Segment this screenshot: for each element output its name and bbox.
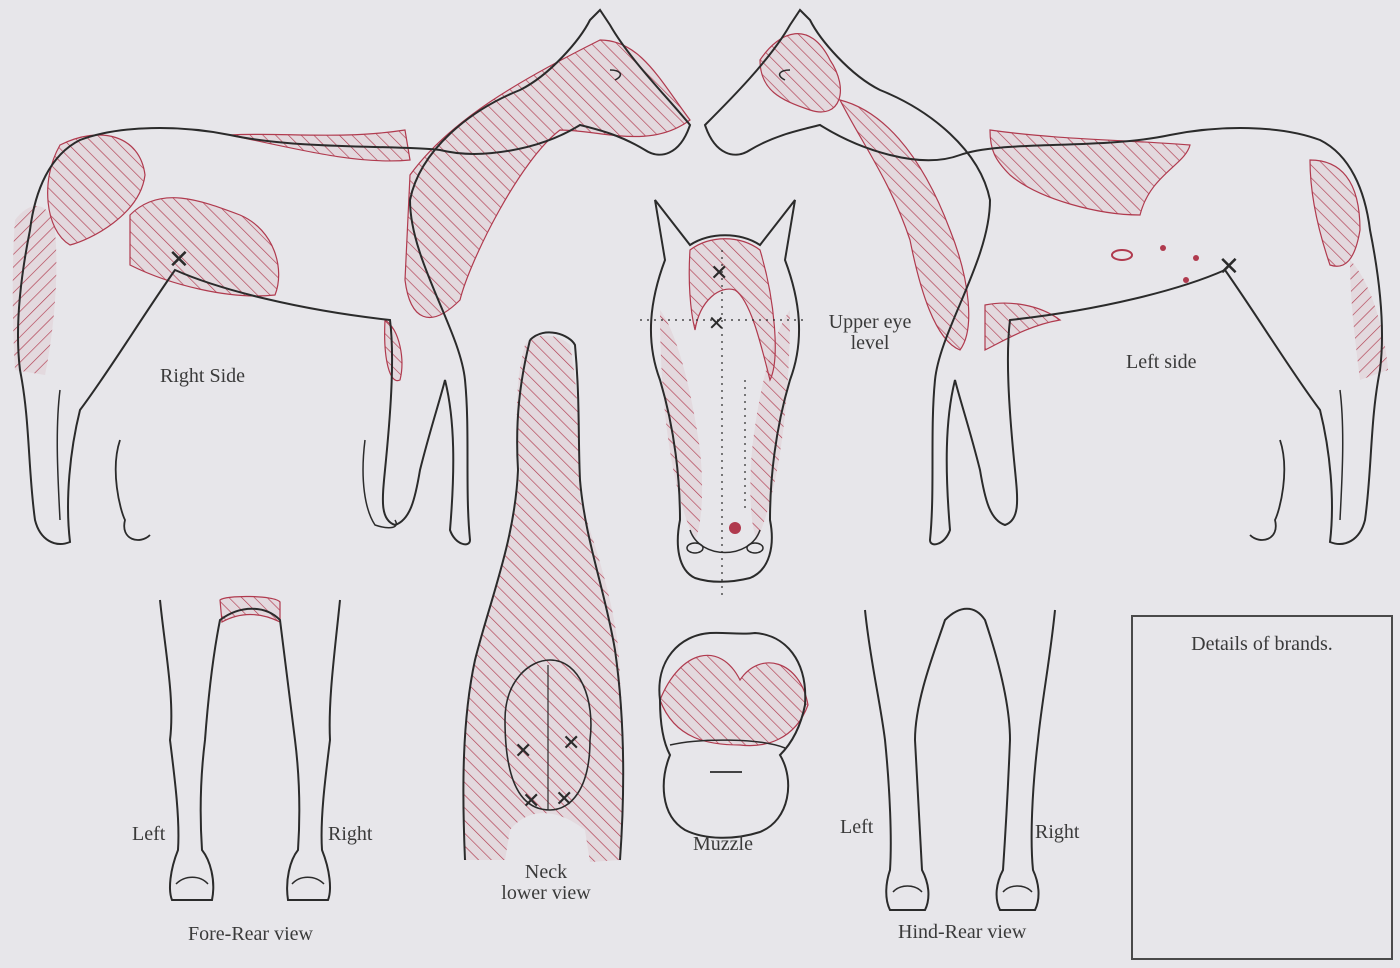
hind-rear-view-label: Hind-Rear view: [898, 922, 1026, 943]
whorl-mark-icon: ✕: [168, 245, 190, 275]
fore-rear-view-label: Fore-Rear view: [188, 924, 313, 945]
elbow-marking: [985, 303, 1060, 350]
whorl-mark-icon: ✕: [562, 731, 580, 756]
left-side-label: Left side: [1126, 352, 1197, 373]
muzzle-label: Muzzle: [693, 834, 753, 855]
neck-lower-marking: [463, 336, 624, 862]
whorl-mark-icon: ✕: [514, 739, 532, 764]
cheek-marking: [660, 310, 702, 540]
neck-label-line2: lower view: [490, 883, 602, 904]
hind-right-label: Right: [1035, 822, 1079, 843]
fore-left-label: Left: [132, 824, 165, 845]
fore-right-label: Right: [328, 824, 372, 845]
whorl-mark-icon: ✕: [555, 787, 573, 812]
neck-label-line1: Neck: [490, 862, 602, 883]
muzzle-view: [659, 633, 808, 838]
fore-rear-legs: [160, 596, 340, 900]
muzzle-marking: [660, 655, 808, 745]
neck-shoulder-marking: [405, 40, 690, 317]
whorl-mark-icon: ✕: [522, 789, 540, 814]
whorl-mark-icon: ✕: [708, 311, 725, 335]
hind-rear-legs: [865, 609, 1055, 910]
foreleg-marking: [385, 320, 402, 381]
right-side-label: Right Side: [160, 366, 245, 387]
upper-eye-label-line2: level: [822, 333, 918, 354]
upper-eye-level-label: Upper eye level: [822, 312, 918, 354]
brands-details-box: Details of brands.: [1131, 615, 1393, 960]
head-front-view: ✕ ✕: [640, 200, 805, 600]
left-side-horse: ✕: [705, 10, 1388, 544]
neck-lower-view: ✕ ✕ ✕ ✕: [463, 332, 624, 862]
upper-eye-label-line1: Upper eye: [822, 312, 918, 333]
neck-lower-view-label: Neck lower view: [490, 862, 602, 904]
forehead-marking: [689, 239, 775, 380]
rump-marking-left: [1310, 160, 1360, 266]
hind-left-label: Left: [840, 817, 873, 838]
right-side-horse: ✕: [13, 10, 690, 544]
whorl-mark-icon: ✕: [710, 261, 728, 286]
brands-details-title: Details of brands.: [1133, 633, 1391, 656]
whorl-mark-icon: ✕: [1218, 252, 1240, 282]
